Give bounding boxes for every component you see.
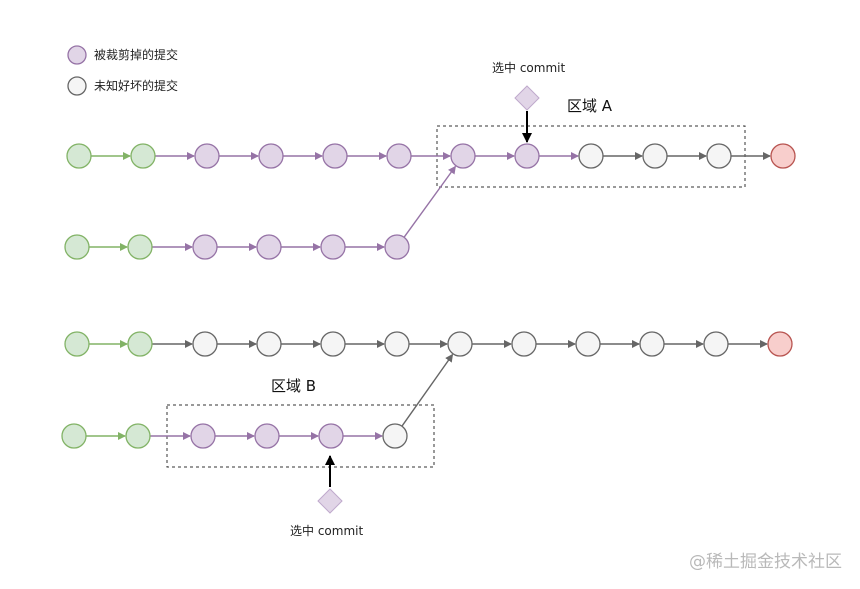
row-3-commit-node (447, 331, 473, 357)
row-2-commit-node (127, 234, 153, 260)
row-4-commit-node (190, 423, 216, 449)
row-2-commit-node (64, 234, 90, 260)
row-2-commit-node (384, 234, 410, 260)
row-1-commit-node (258, 143, 284, 169)
row-3-commit-node (703, 331, 729, 357)
row-3-commit-node (575, 331, 601, 357)
bottom-selection-marker: 选中 commit (290, 455, 363, 538)
bottom-diamond-icon (317, 488, 343, 514)
commit-edges (86, 152, 771, 440)
row-1-commit-node (66, 143, 92, 169)
legend-unknown-swatch (67, 76, 87, 96)
legend-pruned-label: 被裁剪掉的提交 (94, 47, 178, 62)
row-3-commit-node (320, 331, 346, 357)
row-2-commit-node (256, 234, 282, 260)
row-4-commit-node (254, 423, 280, 449)
row-3-commit-node (511, 331, 537, 357)
region-a-label: 区域 A (567, 97, 613, 115)
row-4-commit-node (125, 423, 151, 449)
row-3-commit-node (384, 331, 410, 357)
row-2-commit-node (320, 234, 346, 260)
top-selection-marker: 选中 commit (492, 60, 565, 143)
merge-edge-row2-to-row1 (403, 165, 456, 238)
legend-unknown-label: 未知好坏的提交 (94, 78, 178, 93)
row-1-commit-node (194, 143, 220, 169)
row-3-commit-node (639, 331, 665, 357)
row-3-commit-node (192, 331, 218, 357)
row-4-commit-node (318, 423, 344, 449)
row-2-commit-node (192, 234, 218, 260)
row-3-commit-node (64, 331, 90, 357)
watermark: @稀土掘金技术社区 (689, 552, 842, 572)
commit-nodes (61, 143, 796, 449)
legend: 被裁剪掉的提交 未知好坏的提交 (67, 45, 178, 96)
row-1-commit-node (642, 143, 668, 169)
row-1-commit-node (578, 143, 604, 169)
top-select-label: 选中 commit (492, 60, 565, 75)
row-3-commit-node (256, 331, 282, 357)
row-1-commit-node (322, 143, 348, 169)
bottom-select-label: 选中 commit (290, 523, 363, 538)
row-3-commit-node (767, 331, 793, 357)
row-1-commit-node (450, 143, 476, 169)
row-1-commit-node (386, 143, 412, 169)
row-3-commit-node (127, 331, 153, 357)
merge-edge-row4-to-row3 (401, 353, 454, 427)
row-1-commit-node (770, 143, 796, 169)
legend-pruned-swatch (67, 45, 87, 65)
top-diamond-icon (514, 85, 540, 111)
row-1-commit-node (514, 143, 540, 169)
region-b-label: 区域 B (271, 377, 316, 395)
row-1-commit-node (130, 143, 156, 169)
row-4-commit-node (382, 423, 408, 449)
row-4-commit-node (61, 423, 87, 449)
row-1-commit-node (706, 143, 732, 169)
